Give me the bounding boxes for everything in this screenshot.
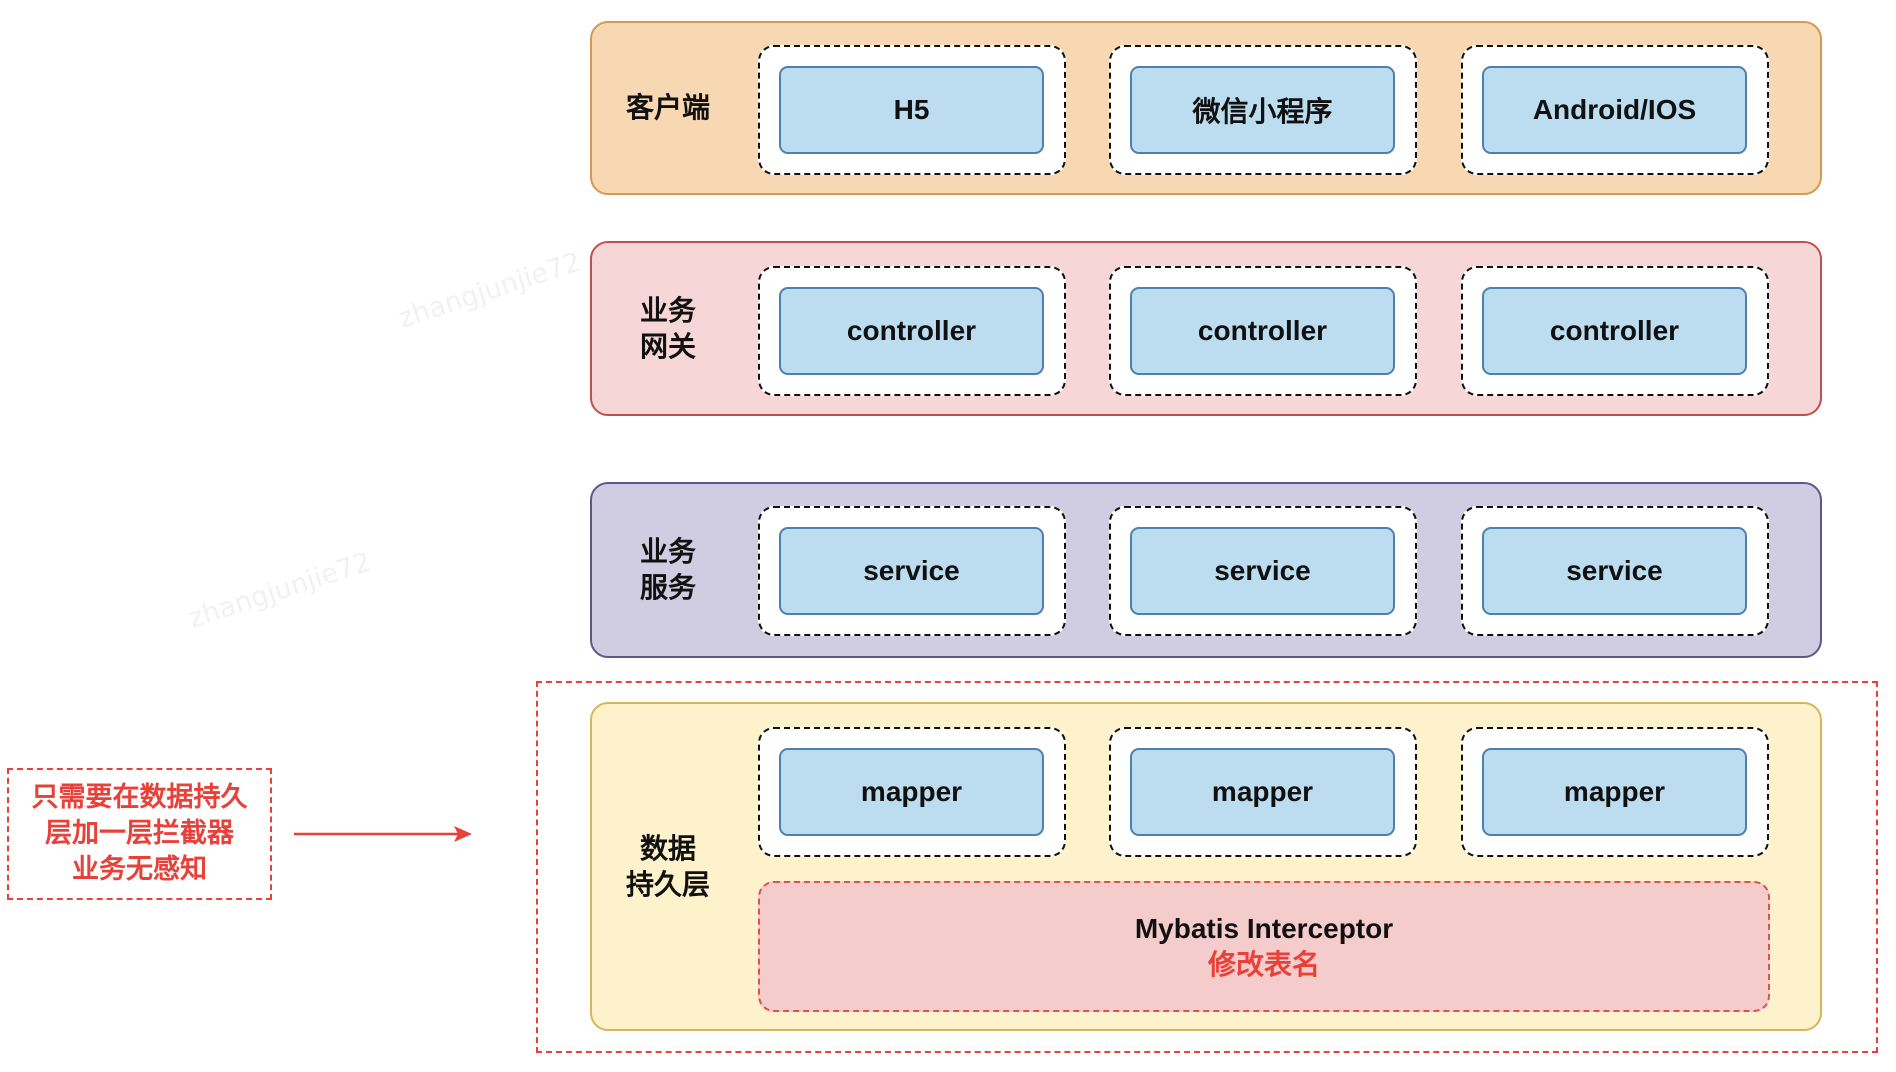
annotation-line: 只需要在数据持久 <box>31 782 248 813</box>
watermark-text: zhangjunjie72 <box>394 246 585 335</box>
layer-label-line: 客户端 <box>625 91 710 124</box>
component-box-mapper: mapper <box>1130 748 1395 836</box>
component-box-h5: H5 <box>779 66 1044 154</box>
component-box-controller: controller <box>779 287 1044 375</box>
layer-label: 客户端 <box>608 23 728 193</box>
component-slot: controller <box>758 266 1066 396</box>
component-box-service: service <box>779 527 1044 615</box>
layer-label-line: 业务 <box>639 293 696 327</box>
layer-service: 业务 服务 service service service <box>590 482 1822 658</box>
layer-label: 业务 网关 <box>608 243 728 414</box>
component-box-controller: controller <box>1130 287 1395 375</box>
watermark-text: zhangjunjie72 <box>184 546 375 635</box>
component-box-controller: controller <box>1482 287 1747 375</box>
layer-gateway: 业务 网关 controller controller controller <box>590 241 1822 416</box>
component-slot: H5 <box>758 45 1066 175</box>
interceptor-subtitle: 修改表名 <box>1207 948 1320 980</box>
layer-client: 客户端 H5 微信小程序 Android/IOS <box>590 21 1822 195</box>
layer-label-line: 持久层 <box>625 867 710 901</box>
component-slot: service <box>1461 506 1769 636</box>
component-slot: mapper <box>758 727 1066 857</box>
component-box-mapper: mapper <box>1482 748 1747 836</box>
annotation-note: 只需要在数据持久 层加一层拦截器 业务无感知 <box>7 768 272 900</box>
component-box-wechat-miniprogram: 微信小程序 <box>1130 66 1395 154</box>
component-box-android-ios: Android/IOS <box>1482 66 1747 154</box>
layer-label: 数据 持久层 <box>608 704 728 1029</box>
layer-persistence: 数据 持久层 mapper mapper mapper Mybatis Inte… <box>590 702 1822 1031</box>
component-slot: controller <box>1461 266 1769 396</box>
annotation-line: 业务无感知 <box>72 854 207 885</box>
persistence-highlight-frame <box>536 681 1878 1053</box>
component-box-mapper: mapper <box>779 748 1044 836</box>
mybatis-interceptor-box: Mybatis Interceptor 修改表名 <box>758 881 1770 1012</box>
arrow-right-icon <box>294 826 472 842</box>
layer-label-line: 网关 <box>639 329 696 363</box>
component-slot: 微信小程序 <box>1109 45 1417 175</box>
component-slot: mapper <box>1109 727 1417 857</box>
arrow-head <box>454 826 472 842</box>
component-slot: service <box>758 506 1066 636</box>
component-slot: service <box>1109 506 1417 636</box>
component-box-service: service <box>1130 527 1395 615</box>
component-box-service: service <box>1482 527 1747 615</box>
component-slot: mapper <box>1461 727 1769 857</box>
component-slot: controller <box>1109 266 1417 396</box>
component-slot: Android/IOS <box>1461 45 1769 175</box>
layer-label-line: 业务 <box>639 535 696 568</box>
layer-label-line: 服务 <box>639 571 696 604</box>
layer-label-line: 数据 <box>639 831 696 865</box>
layer-label: 业务 服务 <box>608 484 728 656</box>
annotation-line: 层加一层拦截器 <box>45 818 234 849</box>
interceptor-title: Mybatis Interceptor <box>1134 912 1394 944</box>
